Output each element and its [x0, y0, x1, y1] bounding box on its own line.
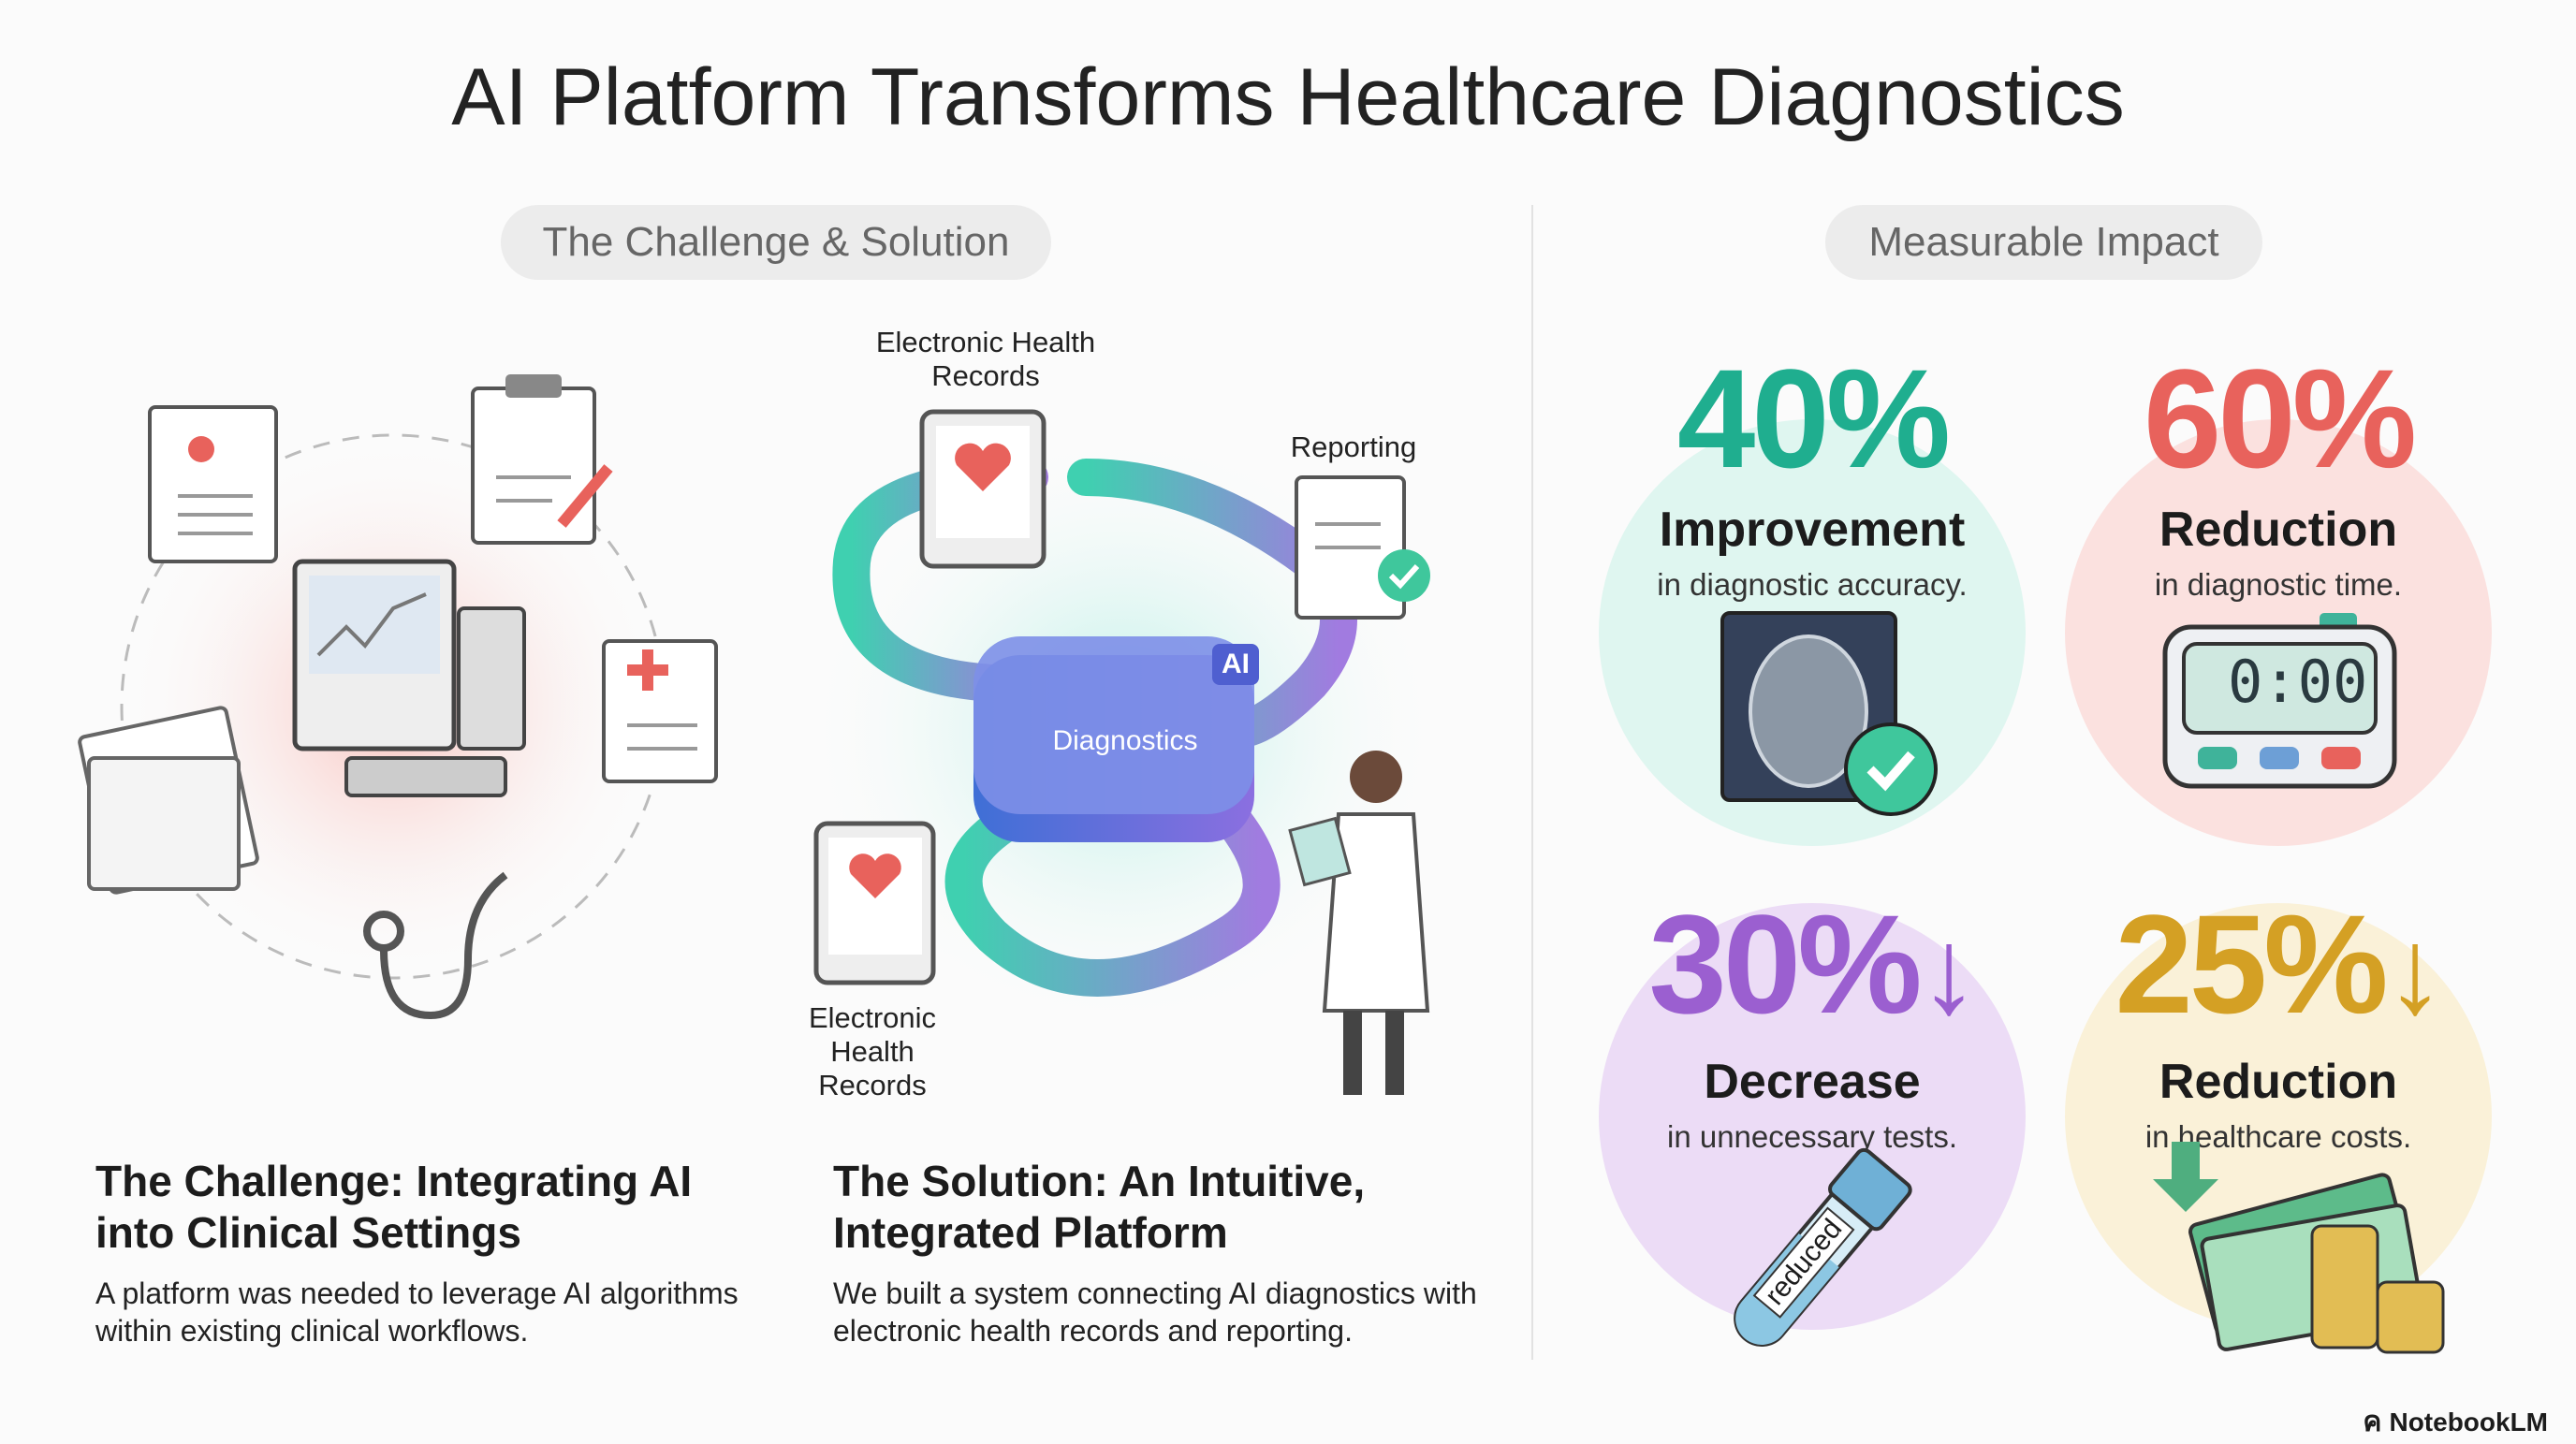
stat-value-text: 30%	[1648, 885, 1922, 1043]
reporting-document-icon	[1295, 475, 1430, 620]
stat-value: 25%↓	[2035, 894, 2522, 1041]
arrow-down-icon: ↓	[2384, 902, 2446, 1039]
hub-label: Diagnostics	[1052, 725, 1198, 756]
section-pill-impact: Measurable Impact	[1825, 205, 2262, 280]
timer-display: 0:00	[2228, 648, 2368, 716]
ehr-tablet-bottom-icon	[813, 821, 936, 985]
timer-icon	[2162, 613, 2397, 789]
stat-label: Reduction	[2159, 503, 2398, 557]
challenge-heading: The Challenge: Integrating AI into Clini…	[95, 1157, 693, 1257]
reporting-label: Reporting	[1290, 430, 1417, 463]
page-title: AI Platform Transforms Healthcare Diagno…	[451, 52, 2125, 142]
solution-body: We built a system connecting AI diagnost…	[833, 1276, 1477, 1348]
stat-value: 40%	[1676, 340, 1951, 497]
clipboard-icon	[471, 374, 613, 545]
notebooklm-logo-icon: ค	[2363, 1407, 2382, 1437]
computer-icon	[292, 559, 526, 797]
ehr-top-label: Electronic Health Records	[875, 326, 1096, 392]
stat-label: Reduction	[2159, 1055, 2398, 1109]
stat-value-text: 25%	[2115, 885, 2388, 1043]
ai-badge: AI	[1212, 644, 1259, 685]
money-coins-icon	[2153, 1142, 2445, 1354]
stat-costs: 25%↓ Reduction in healthcare costs.	[2035, 894, 2522, 1155]
ehr-bottom-label: Electronic Health Records	[808, 1001, 937, 1101]
patient-records-icon	[148, 405, 278, 563]
stethoscope-icon	[363, 871, 508, 1020]
stat-accuracy: 40% Improvement in diagnostic accuracy.	[1569, 348, 2056, 603]
brand-text: NotebookLM	[2389, 1407, 2548, 1437]
doctor-icon	[1288, 751, 1430, 1095]
stat-time: 60% Reduction in diagnostic time.	[2035, 348, 2522, 603]
stat-sub: in unnecessary tests.	[1667, 1119, 1957, 1154]
ehr-tablet-top-icon	[919, 409, 1046, 569]
stat-tests: 30%↓ Decrease in unnecessary tests.	[1569, 894, 2056, 1155]
stat-value: 60%	[2143, 340, 2417, 497]
solution-diagram	[805, 409, 1442, 1095]
stat-value: 30%↓	[1569, 894, 2056, 1041]
stat-label: Improvement	[1659, 503, 1966, 557]
paper-stack-icon	[78, 706, 259, 895]
section-pill-challenge-solution: The Challenge & Solution	[501, 205, 1051, 280]
arrow-down-icon: ↓	[1918, 902, 1980, 1039]
stat-label: Decrease	[1704, 1055, 1921, 1109]
medical-form-icon	[602, 639, 718, 783]
challenge-illustration	[78, 374, 718, 1020]
brain-scan-check-icon	[1720, 611, 1938, 816]
divider	[1531, 205, 1533, 1360]
solution-heading: The Solution: An Intuitive, Integrated P…	[833, 1157, 1366, 1257]
stat-sub: in diagnostic accuracy.	[1657, 567, 1968, 602]
ai-diagnostics-hub	[973, 636, 1254, 842]
stat-sub: in diagnostic time.	[2154, 567, 2403, 602]
challenge-body: A platform was needed to leverage AI alg…	[95, 1276, 739, 1348]
brand-notebooklm: ค NotebookLM	[2363, 1400, 2548, 1444]
